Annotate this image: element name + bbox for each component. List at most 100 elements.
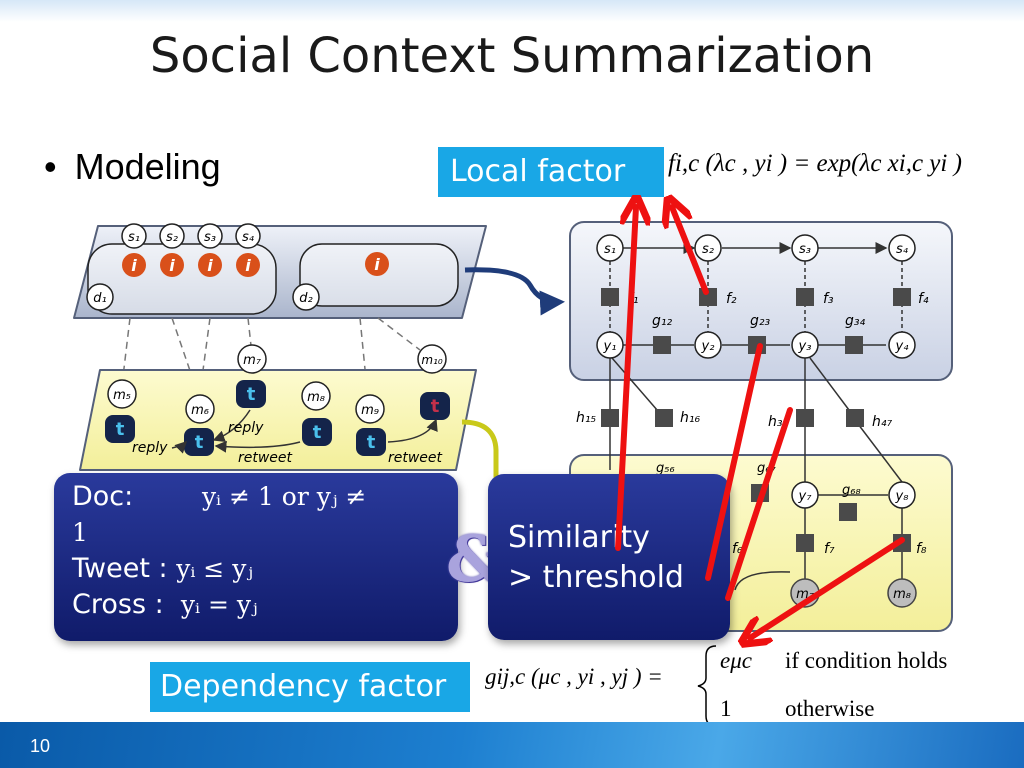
g-label: g₃₄ (845, 313, 865, 329)
h-label: h₁₆ (680, 410, 700, 426)
h-label: h₄₇ (872, 414, 892, 430)
sentence-label: s₃ (204, 230, 216, 245)
y-node-label: y₁ (603, 339, 617, 354)
cross-label: Cross : (72, 589, 164, 620)
case1-value: eμc (720, 648, 752, 673)
doc-expression-cont: 1 (72, 518, 88, 547)
y-node (791, 331, 819, 359)
doc-node (292, 283, 320, 311)
sentence-node (235, 223, 261, 249)
bottom-gradient-band (0, 722, 1024, 768)
h-label: h₃₇ (768, 414, 788, 430)
info-icon (365, 252, 389, 276)
s-node-label: s₃ (799, 242, 811, 257)
f-label: f₁ (628, 291, 639, 307)
h-factor (655, 409, 673, 427)
svg-text:i: i (245, 256, 251, 275)
h-factor (846, 409, 864, 427)
doc-condition-row: Doc: yᵢ ≠ 1 or yⱼ ≠ (72, 479, 440, 515)
bullet-marker: • (44, 146, 57, 187)
sentence-node (197, 223, 223, 249)
h-factor (601, 409, 619, 427)
dependency-factor-formula: gij,c (μc , yi , yj ) = (485, 664, 663, 689)
f-factor (601, 288, 619, 306)
sentence-node (159, 223, 185, 249)
y-node-label: y₇ (798, 489, 813, 504)
twitter-icon (184, 428, 214, 456)
tweet-label: m₈ (307, 390, 325, 405)
g-factor (751, 484, 769, 502)
similarity-line2: > threshold (508, 560, 684, 595)
tweet-to-factor-graph-arrow (461, 419, 499, 495)
svg-text:i: i (131, 256, 137, 275)
bullet-item: •Modeling (44, 146, 221, 188)
tweet-label: m₆ (191, 403, 209, 418)
svg-text:i: i (169, 256, 175, 275)
tweet-label: m₉ (361, 403, 379, 418)
dependency-factor-label: Dependency factor (150, 662, 470, 712)
similarity-line1: Similarity (508, 520, 650, 555)
local-factor-label: Local factor (438, 147, 664, 197)
cross-condition-row: Cross : yᵢ = yⱼ (72, 587, 440, 623)
twitter-icon (302, 418, 332, 446)
doc-label: d₁ (93, 291, 106, 306)
sentence-label: s₂ (166, 230, 178, 245)
y-node (888, 481, 916, 509)
tweet-edges (171, 409, 438, 454)
doc-node (86, 283, 114, 311)
cross-factor-squares: h₁₅ h₁₆ h₃₇ h₄₇ (576, 409, 892, 430)
s-node (888, 234, 916, 262)
svg-text:t: t (431, 396, 440, 417)
info-icons: i i i i i (122, 252, 389, 277)
f-label: f₄ (918, 291, 929, 307)
cross-expression: yᵢ = yⱼ (180, 590, 258, 619)
slide-title: Social Context Summarization (149, 28, 875, 84)
top-gradient-band (0, 0, 1024, 22)
tweet-node (107, 379, 137, 409)
h-factor (796, 409, 814, 427)
y-node-label: y₃ (798, 339, 812, 354)
twitter-icon (420, 392, 450, 420)
g-label: g₁₂ (652, 313, 672, 329)
tweet-label: Tweet : (72, 553, 168, 584)
g-label: g₅₆ (656, 461, 675, 476)
twitter-icon (236, 380, 266, 408)
g-label: g₆₇ (757, 461, 776, 476)
info-icon (122, 253, 146, 277)
f-factor (699, 288, 717, 306)
s-node-label: s₂ (702, 242, 714, 257)
f-label: f₂ (726, 291, 737, 307)
g-factor (839, 503, 857, 521)
f-label: f₆ (732, 541, 743, 557)
svg-text:t: t (247, 384, 256, 405)
y-node (888, 331, 916, 359)
tweet-node (237, 344, 267, 374)
m-node-label: m₈ (893, 587, 911, 602)
doc-label: d₂ (299, 291, 312, 306)
svg-text:t: t (313, 422, 322, 443)
tweet-label: m₇ (243, 353, 262, 368)
tweet-label: m₅ (113, 388, 131, 403)
sentence-node (121, 223, 147, 249)
edge-label-retweet: retweet (388, 450, 443, 466)
y-node-label: y₂ (701, 339, 715, 354)
f-factor (796, 288, 814, 306)
info-icon (160, 253, 184, 277)
info-icon (198, 253, 222, 277)
g-factor (653, 336, 671, 354)
g-label: g₂₃ (750, 313, 770, 329)
f-factor (893, 534, 911, 552)
twitter-icon (105, 415, 135, 443)
tweet-node (355, 394, 385, 424)
case1-condition: if condition holds (785, 648, 948, 673)
case2-condition: otherwise (785, 696, 875, 721)
edge-label-reply: reply (228, 420, 264, 436)
twitter-icon (356, 428, 386, 456)
doc-to-factor-graph-arrow (464, 267, 565, 316)
tweet-condition-row: Tweet : yᵢ ≤ yⱼ (72, 551, 440, 587)
s-node-label: s₄ (896, 242, 909, 257)
svg-text:t: t (195, 432, 204, 453)
sentence-nodes: s₁ s₂ s₃ s₄ (121, 223, 261, 249)
doc-condition-cont: 1 (72, 515, 440, 551)
g-factor (748, 336, 766, 354)
